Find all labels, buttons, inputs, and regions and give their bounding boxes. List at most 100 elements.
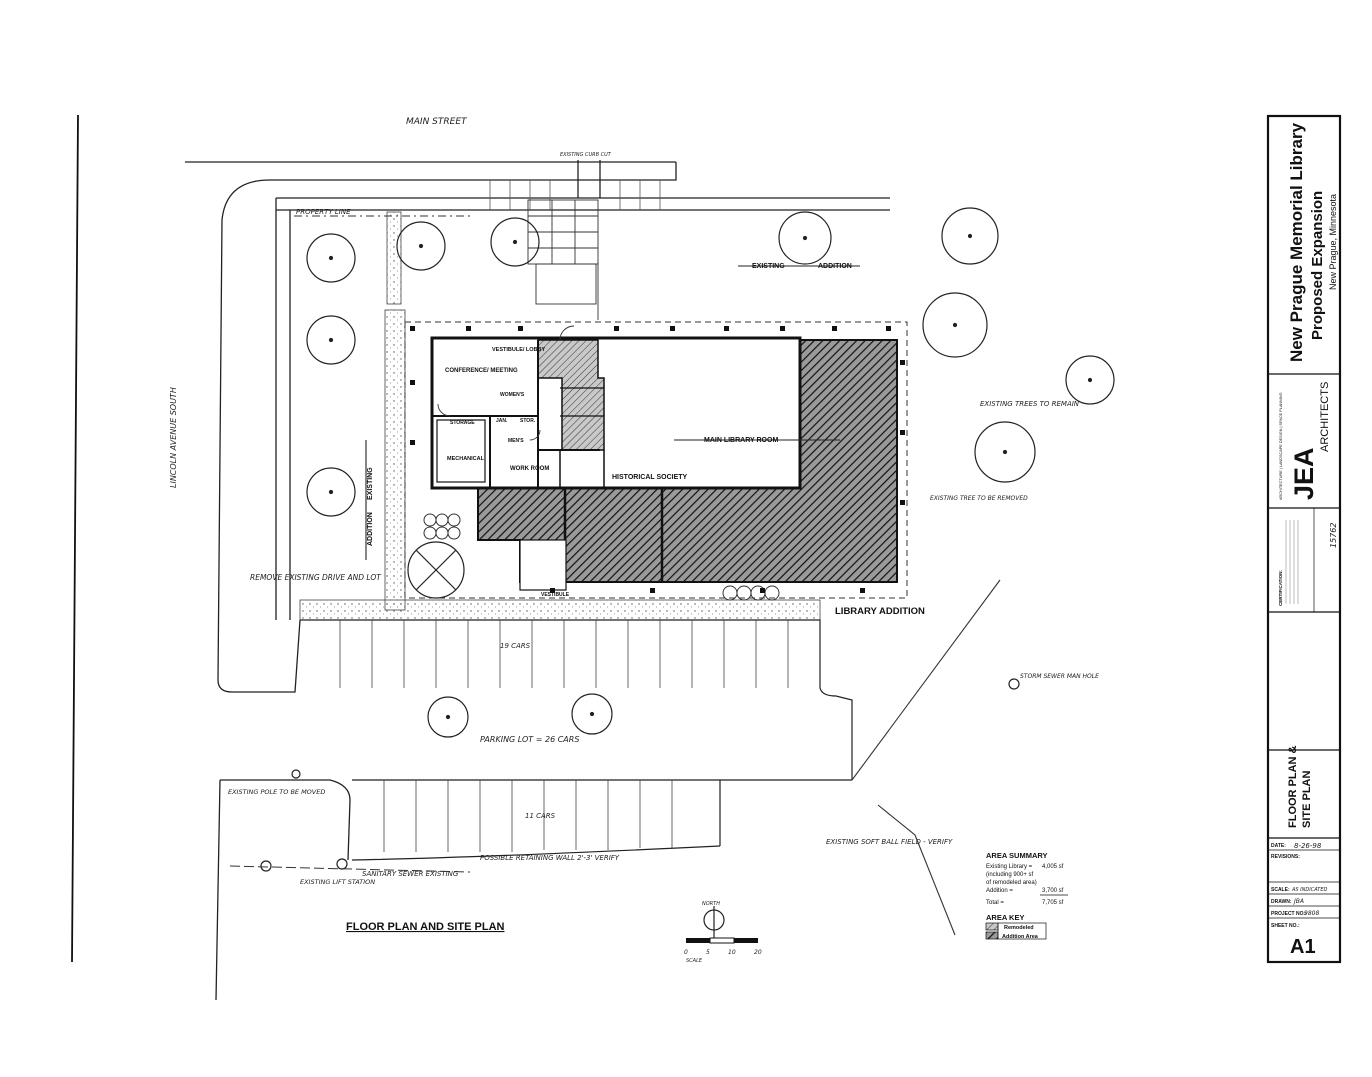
dimension-arrows: [365, 265, 860, 560]
womens-label: WOMEN'S: [500, 392, 525, 398]
sanitary-sewer-line: [229, 865, 471, 873]
stor-label: STOR.: [520, 418, 536, 424]
project-title-line2: Proposed Expansion: [1309, 191, 1326, 340]
project-title-line1: New Prague Memorial Library: [1287, 122, 1306, 362]
property-line-label: PROPERTY LINE: [296, 208, 351, 216]
sheet-border-left: [71, 114, 79, 963]
registration-number: 15762: [1329, 523, 1338, 548]
remodeled-swatch: [985, 922, 999, 931]
sheet-title-line2: SITE PLAN: [1301, 770, 1313, 828]
pole-icon: [291, 769, 301, 779]
vestibule-lobby-label: VESTIBULE/ LOBBY: [492, 347, 546, 353]
door-swings: [437, 325, 575, 441]
landscape-strip: [384, 309, 406, 611]
title-block: New Prague Memorial Library Proposed Exp…: [1266, 114, 1342, 964]
lift-station-note: EXISTING LIFT STATION: [300, 878, 375, 886]
area-key-title: AREA KEY: [986, 913, 1024, 922]
date-label: DATE:: [1271, 843, 1286, 849]
storm-sewer-note: STORM SEWER MAN HOLE: [1020, 673, 1099, 680]
softball-field-edge: [851, 579, 1001, 781]
remodeled-key-label: Remodeled: [1004, 925, 1034, 931]
library-addition-label: LIBRARY ADDITION: [835, 606, 925, 617]
certification-title: CERTIFICATION:: [1278, 570, 1283, 606]
sheet-no-label: SHEET NO.:: [1271, 923, 1300, 929]
parking-stalls-bottom: [383, 780, 673, 852]
graphic-scale: [686, 937, 758, 944]
existing-trees-remain-note: EXISTING TREES TO REMAIN: [980, 400, 1080, 408]
tree-to-be-removed: [407, 541, 465, 599]
vestibule-label: VESTIBULE: [541, 592, 570, 598]
scale-tick-0: 0: [684, 949, 688, 956]
existing-pole-note: EXISTING POLE TO BE MOVED: [228, 788, 325, 796]
area-existing-line: Existing Library =: [986, 864, 1033, 870]
addition-vestibule: [519, 539, 567, 591]
conference-meeting-label: CONFERENCE/ MEETING: [445, 368, 518, 374]
area-including-1: (including 900+ sf: [986, 872, 1034, 878]
cars-11-label: 11 CARS: [525, 812, 556, 820]
scale-row-value: AS INDICATED: [1291, 887, 1327, 893]
project-location: New Prague, Minnesota: [1328, 194, 1338, 290]
trees: [306, 207, 1115, 738]
manhole-icon: [1008, 678, 1020, 690]
scale-tick-10: 10: [728, 949, 736, 956]
addition-key-label: Addition Area: [1002, 934, 1039, 940]
existing-label: EXISTING: [752, 263, 785, 270]
main-street-label: MAIN STREET: [406, 117, 468, 127]
area-summary: AREA SUMMARY Existing Library = 4,005 sf…: [985, 851, 1068, 940]
scale-tick-5: 5: [706, 949, 710, 956]
existing-tree-removed-note: EXISTING TREE TO BE REMOVED: [930, 495, 1028, 502]
curb-cut-label: EXISTING CURB CUT: [560, 152, 612, 158]
sheet-title-line1: FLOOR PLAN &: [1287, 745, 1299, 828]
date-value: 8-26-98: [1294, 842, 1322, 850]
scale-row-label: SCALE:: [1271, 887, 1290, 893]
remove-drive-note: REMOVE EXISTING DRIVE AND LOT: [250, 573, 382, 582]
existing-label-vertical: EXISTING: [367, 467, 374, 500]
area-including-2: of remodeled area): [986, 880, 1037, 886]
firm-tagline: ARCHITECTURE | LANDSCAPE DESIGN | SPACE …: [1279, 392, 1283, 500]
parking-stalls-top: [339, 620, 789, 688]
parking-lot: [300, 619, 853, 861]
scale-tick-20: 20: [754, 949, 762, 956]
sheet-number: A1: [1290, 936, 1316, 958]
main-library-room-label: MAIN LIBRARY ROOM: [704, 437, 778, 444]
addition-label: ADDITION: [818, 263, 852, 270]
cars-19-label: 19 CARS: [500, 642, 531, 650]
existing-library-building: [430, 336, 802, 490]
column-piers: [410, 326, 905, 593]
area-addition-line: Addition =: [986, 888, 1013, 894]
mechanical-label: MECHANICAL: [447, 456, 485, 462]
addition-label-vertical: ADDITION: [367, 512, 374, 546]
firm-logo: JEA: [1289, 447, 1319, 500]
work-room-label: WORK ROOM: [510, 466, 549, 472]
north-arrow-icon: [703, 906, 725, 942]
area-existing-value: 4,005 sf: [1042, 864, 1064, 870]
area-summary-title: AREA SUMMARY: [986, 851, 1048, 860]
area-total-line: Total =: [986, 900, 1004, 906]
area-addition-value: 3,700 sf: [1042, 888, 1064, 894]
softball-field-note: EXISTING SOFT BALL FIELD - VERIFY: [826, 838, 953, 846]
revisions-label: REVISIONS:: [1271, 854, 1300, 860]
lincoln-avenue-label: LINCOLN AVENUE SOUTH: [169, 387, 178, 488]
softball-field-edge: [877, 804, 956, 936]
historical-society-label: HISTORICAL SOCIETY: [612, 474, 688, 481]
addition-swatch: [985, 931, 999, 940]
sanitary-sewer-note: SANITARY SEWER EXISTING: [362, 870, 459, 878]
retaining-wall-note: POSSIBLE RETAINING WALL 2'-3' VERIFY: [480, 854, 620, 862]
scale-label: SCALE: [686, 958, 703, 964]
drawn-label: DRAWN:: [1271, 899, 1292, 905]
site-setback-line: [404, 321, 908, 599]
area-total-value: 7,705 sf: [1042, 900, 1064, 906]
north-label: NORTH: [702, 901, 720, 907]
firm-name: ARCHITECTS: [1319, 382, 1331, 452]
lift-station-icon: [336, 858, 348, 870]
drawing-title: FLOOR PLAN AND SITE PLAN: [346, 921, 505, 933]
parking-lot-label: PARKING LOT = 26 CARS: [480, 735, 579, 744]
lift-station-icon: [260, 860, 272, 872]
landscape-strip: [386, 211, 402, 305]
mens-label: MEN'S: [508, 438, 524, 444]
sidewalk-ticks-main: [489, 180, 661, 210]
site-streets: [185, 160, 890, 1001]
drawn-value: JBA: [1293, 898, 1304, 905]
entry-walkway: [527, 199, 599, 320]
